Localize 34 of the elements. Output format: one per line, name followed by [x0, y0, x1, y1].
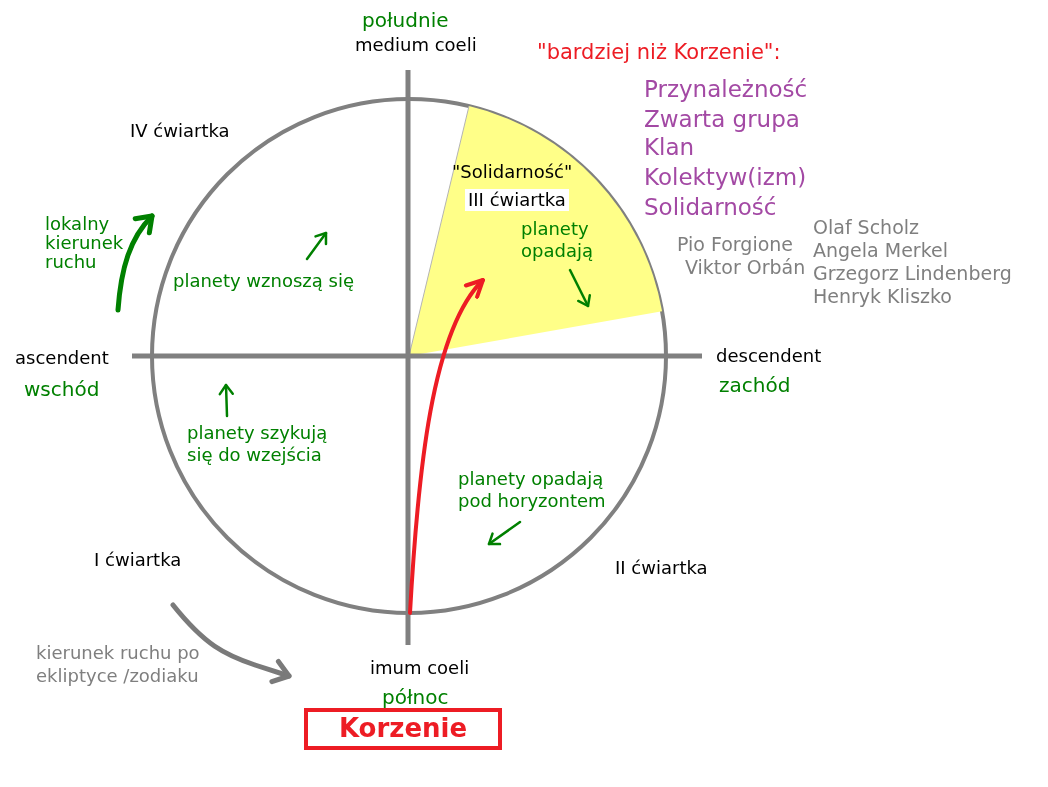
compass-label: północ	[382, 685, 449, 709]
person-name: Henryk Kliszko	[813, 285, 952, 308]
list-item: Klan	[644, 134, 695, 162]
list-item: Kolektyw(izm)	[644, 164, 807, 192]
region-note: planety wznoszą się	[173, 270, 354, 292]
list-item: Przynależność	[644, 76, 808, 104]
direction-note: lokalny kierunek ruchu	[45, 214, 125, 271]
person-name: Pio Forgione	[677, 233, 794, 256]
person-name: Grzegorz Lindenberg	[813, 262, 1012, 285]
sector-title: "Solidarność"	[452, 161, 573, 183]
axis-label: descendent	[716, 345, 822, 367]
arrow	[408, 278, 485, 615]
quadrant-label: III ćwiartka	[465, 189, 569, 211]
list-item: Zwarta grupa	[644, 106, 800, 134]
quadrant-label: II ćwiartka	[615, 557, 708, 579]
person-name: Olaf Scholz	[813, 216, 920, 239]
compass-label: zachód	[719, 373, 791, 397]
keyword-label: Korzenie	[338, 714, 468, 744]
quadrant-label: IV ćwiartka	[130, 120, 230, 142]
list-item: Solidarność	[644, 194, 777, 222]
list-heading: "bardziej niż Korzenie":	[537, 40, 781, 66]
region-note: planety opadają	[521, 218, 594, 262]
person-name: Angela Merkel	[813, 239, 948, 262]
axis-label: medium coeli	[355, 34, 477, 56]
region-note: planety szykują się do wzejścia	[187, 422, 329, 466]
person-name: Viktor Orbán	[685, 256, 806, 279]
quadrant-label: I ćwiartka	[94, 549, 182, 571]
compass-label: południe	[362, 8, 449, 32]
region-note: planety opadają pod horyzontem	[458, 468, 607, 512]
outlined-frame	[304, 708, 502, 750]
compass-label: wschód	[24, 377, 100, 401]
axis-label: ascendent	[15, 347, 109, 369]
axis-label: imum coeli	[370, 657, 470, 679]
direction-note: kierunek ruchu po ekliptyce /zodiaku	[36, 641, 201, 687]
